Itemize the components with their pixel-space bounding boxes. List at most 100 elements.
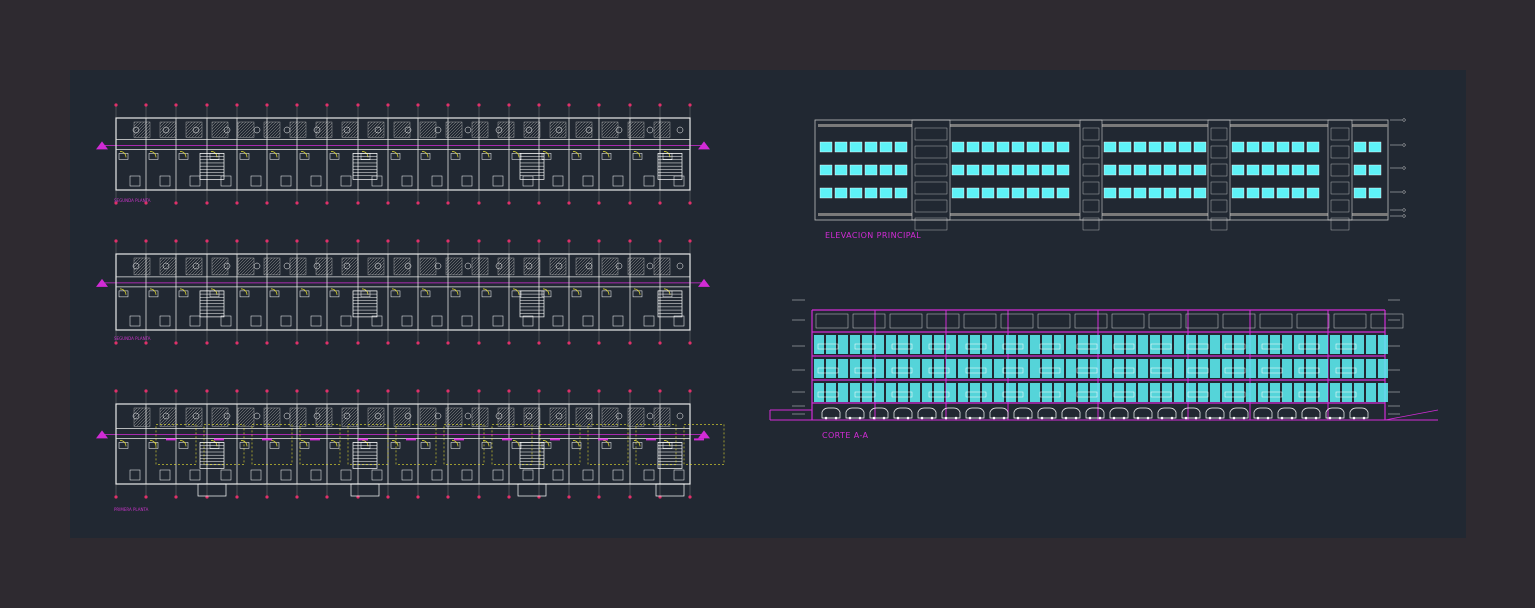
interior-furniture [1187,391,1209,398]
hatched-area [393,407,411,427]
table [404,126,412,134]
axis-bubble [567,341,571,345]
car-wheel [1122,416,1126,420]
table [313,262,321,270]
furniture [118,290,129,298]
bed [431,469,443,481]
section-glass [994,335,1004,354]
section-glass [1078,359,1088,378]
hatched-area [315,257,333,276]
bed [582,469,594,481]
window-glass [1353,164,1367,176]
room-tag [310,438,320,441]
table [434,126,442,134]
hatched-area [653,257,671,276]
window-glass [1193,141,1207,153]
bed [461,469,473,481]
window-glass [834,187,848,199]
furniture [269,153,280,160]
axis-bubble [356,389,360,393]
section-glass [838,383,848,402]
table [495,262,503,270]
interior-furniture [1261,343,1283,350]
window-glass [1163,164,1177,176]
section-glass [1150,359,1160,378]
car-wheel [1208,416,1212,420]
car-wheel [906,416,910,420]
tower-window [914,163,948,177]
section-glass [1162,335,1172,354]
axis-bubble [507,201,511,205]
door-swing [391,440,399,447]
yellow-zone [635,424,677,465]
bed [159,315,171,327]
door-swing [119,440,127,447]
car-wheel [1232,416,1236,420]
section-glass [1282,383,1292,402]
section-glass [1366,359,1376,378]
section-glass [1006,335,1016,354]
bed [159,469,171,481]
door-swing [421,440,429,447]
hatched-area [211,257,229,276]
bed [340,469,352,481]
axis-bubble [446,103,450,107]
bed [612,175,624,187]
furniture [481,442,492,449]
parked-car [989,407,1009,419]
hatched-area [185,407,203,427]
room-tag [694,438,704,441]
axis-bubble [658,341,662,345]
section-glass [1186,335,1196,354]
hatched-area [367,407,385,427]
car-wheel [1088,416,1092,420]
bed [552,469,564,481]
bed [310,175,322,187]
car-wheel [1170,416,1174,420]
hatched-area [419,121,437,138]
stair [657,442,683,469]
table [162,126,170,134]
door-swing [602,440,610,447]
bed [552,315,564,327]
hatched-area [159,257,177,276]
bed [431,175,443,187]
hatched-area [471,257,489,276]
stair-tower [1207,119,1231,221]
section-glass [1306,359,1316,378]
room-tag [358,438,368,441]
parked-car [1181,407,1201,419]
window-glass [1246,141,1260,153]
window-glass [966,164,980,176]
drawing-canvas[interactable]: SEGUNDA PLANTA SEGUNDA PLANTA PRIMERA PL… [70,70,1466,538]
car-wheel [1146,416,1150,420]
stair [199,290,225,318]
section-glass [1342,335,1352,354]
hatched-area [653,121,671,138]
hatched-area [263,407,281,427]
furniture [299,153,310,160]
furniture [481,153,492,160]
section-glass [958,359,968,378]
slope-line [1384,409,1439,421]
section-glass [1234,383,1244,402]
axis-bubble [688,103,692,107]
axis-bubble [567,103,571,107]
elevation-label: ELEVACION PRINCIPAL [825,231,922,240]
window-glass [819,187,833,199]
section-glass [922,359,932,378]
axis-bubble [688,495,692,499]
door-swing [391,151,399,158]
floor-plan-2 [96,239,710,345]
bed [250,175,262,187]
door-swing [391,288,399,295]
section-glass [838,359,848,378]
section-glass [1042,383,1052,402]
parked-car [1253,407,1273,419]
bed [159,175,171,187]
tower-window [914,181,948,195]
window-glass [1368,187,1382,199]
axis-bubble [174,341,178,345]
section-glass [886,359,896,378]
section-glass [1054,359,1064,378]
